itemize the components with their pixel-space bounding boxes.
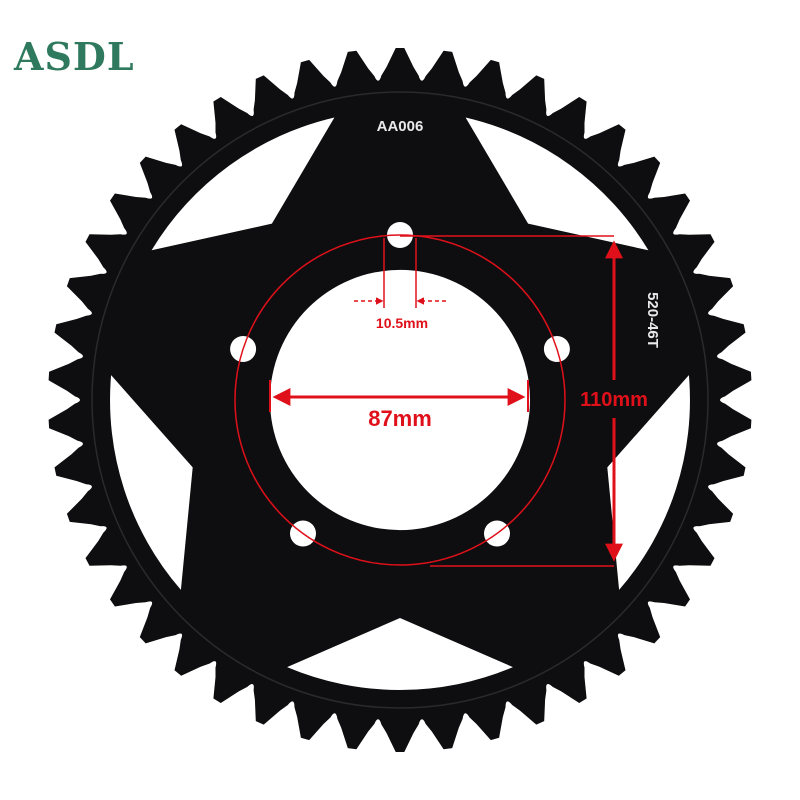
part-code-stamp: AA006 [377,118,424,135]
size-stamp: 520-46T [644,292,661,348]
bolt-hole-label: 10.5mm [376,315,428,331]
bore-dimension: 87mm [269,380,529,431]
brand-logo: ASDL [14,34,135,79]
rim-groove [91,91,709,709]
bolt-circle-outline [234,234,566,566]
bolt-hole-dimension: 10.5mm [354,238,446,331]
bore-label: 87mm [368,406,432,431]
bolt-circle-label: 110mm [580,389,648,411]
dimension-annotation: 87mm 110mm 10.5mm [234,234,648,567]
sprocket-body [48,48,752,752]
bolt-circle-dimension: 110mm [400,235,648,567]
